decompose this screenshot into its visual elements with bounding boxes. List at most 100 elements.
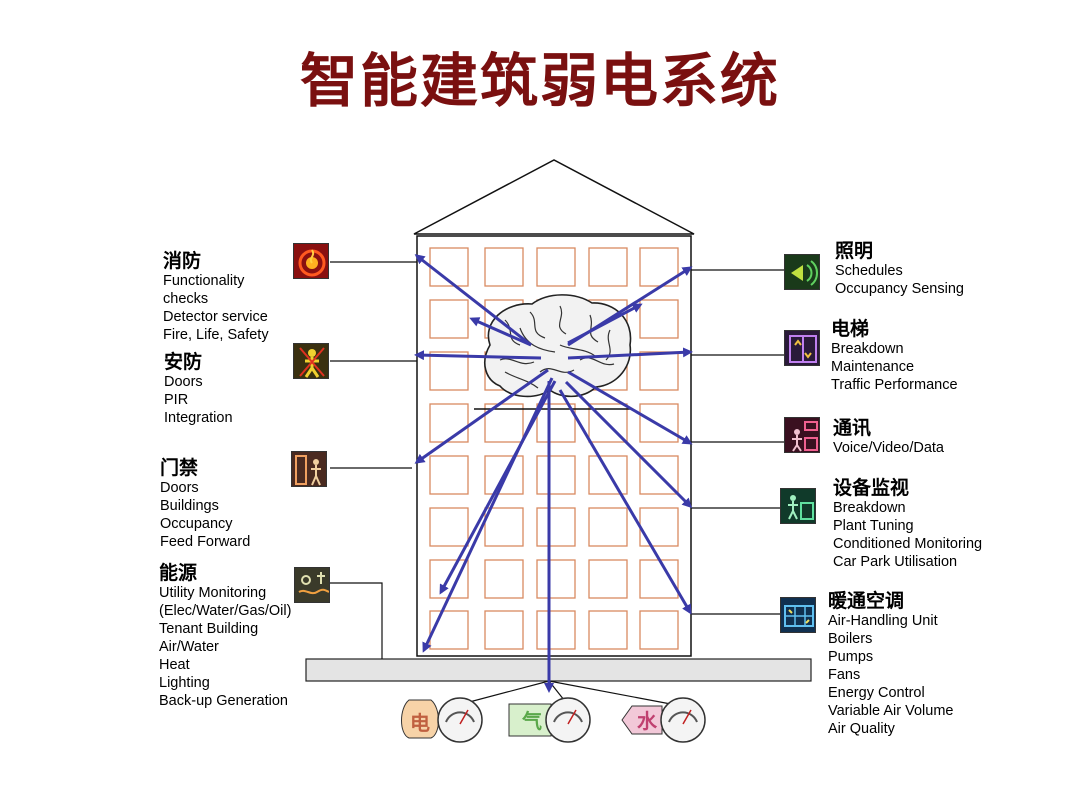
group-title: 电梯 <box>831 318 870 340</box>
meter-dial <box>445 711 475 723</box>
window <box>484 403 524 443</box>
elevator-group: 电梯 Breakdown Maintenance Traffic Perform… <box>831 318 958 394</box>
signal-arrow <box>414 254 532 347</box>
list-item: Conditioned Monitoring <box>833 536 983 552</box>
list-item: Traffic Performance <box>831 377 958 393</box>
list-item: Voice/Video/Data <box>833 440 944 456</box>
equipment-monitor-icon <box>780 488 816 524</box>
water-meter-label: 水 <box>637 709 657 733</box>
window <box>429 351 469 391</box>
window <box>484 610 524 650</box>
signal-arrow <box>567 303 643 345</box>
signal-arrow <box>414 350 542 361</box>
meter-needle <box>567 709 577 725</box>
communication-icon <box>784 417 820 453</box>
list-item: Doors <box>164 374 203 390</box>
light-sensor-icon <box>784 254 820 290</box>
list-item: Heat <box>159 657 190 673</box>
list-item: Integration <box>164 410 233 426</box>
group-title: 消防 <box>163 250 202 272</box>
window <box>484 507 524 547</box>
meter-gauge-icon <box>437 697 483 743</box>
meter-dial <box>553 711 583 723</box>
window <box>639 403 679 443</box>
list-item: Plant Tuning <box>833 518 914 534</box>
list-item: PIR <box>164 392 189 408</box>
window <box>639 455 679 495</box>
building-roof <box>413 159 695 235</box>
meter-badge <box>401 699 439 739</box>
fire-protection-group: 消防 Functionality checks Detector service… <box>163 250 269 344</box>
signal-arrow <box>439 380 557 595</box>
group-title: 设备监视 <box>833 477 910 499</box>
window <box>536 455 576 495</box>
window <box>639 351 679 391</box>
list-item: Buildings <box>160 498 219 514</box>
group-title: 门禁 <box>160 457 199 479</box>
list-item: Maintenance <box>831 359 915 375</box>
list-item: Lighting <box>159 675 210 691</box>
access-control-group: 门禁 Doors Buildings Occupancy Feed Forwar… <box>160 457 250 551</box>
list-item: Detector service <box>163 309 268 325</box>
list-item: Car Park Utilisation <box>833 554 958 570</box>
utility-meters <box>401 697 706 743</box>
window <box>429 403 469 443</box>
window <box>588 507 628 547</box>
signal-arrow <box>414 368 549 464</box>
signal-arrow <box>558 389 692 615</box>
window <box>588 559 628 599</box>
signal-arrow <box>567 347 693 360</box>
meter-gauge-icon <box>660 697 706 743</box>
window <box>536 507 576 547</box>
window <box>639 610 679 650</box>
list-item: Pumps <box>828 649 874 665</box>
meter-gauge-icon <box>545 697 591 743</box>
flame-icon <box>293 243 329 279</box>
list-item: Fans <box>828 667 861 683</box>
window <box>536 403 576 443</box>
gas-meter-label: 气 <box>522 709 542 733</box>
list-item: Doors <box>160 480 199 496</box>
window <box>536 610 576 650</box>
list-item: Air-Handling Unit <box>828 613 938 629</box>
connector-lines <box>330 261 784 706</box>
window <box>484 559 524 599</box>
window <box>429 507 469 547</box>
window <box>484 455 524 495</box>
group-title: 通讯 <box>833 417 872 439</box>
group-title: 能源 <box>159 562 198 584</box>
window <box>639 299 679 339</box>
window <box>429 299 469 339</box>
list-item: (Elec/Water/Gas/Oil) <box>159 603 292 619</box>
window <box>429 610 469 650</box>
elevator-icon <box>784 330 820 366</box>
group-title: 照明 <box>835 240 874 262</box>
list-item: Tenant Building <box>159 621 259 637</box>
meter-dial <box>668 711 698 723</box>
list-item: Variable Air Volume <box>828 703 954 719</box>
electricity-meter-label: 电 <box>410 711 430 735</box>
list-item: Air/Water <box>159 639 219 655</box>
hvac-group: 暖通空调 Air-Handling Unit Boilers Pumps Fan… <box>828 590 953 738</box>
intruder-icon <box>293 343 329 379</box>
list-item: Boilers <box>828 631 873 647</box>
door-access-icon <box>291 451 327 487</box>
window <box>429 455 469 495</box>
lighting-group: 照明 Schedules Occupancy Sensing <box>835 240 964 298</box>
meter-needle <box>682 709 692 725</box>
window <box>536 247 576 287</box>
list-item: Fire, Life, Safety <box>163 327 269 343</box>
signal-arrow <box>564 380 693 509</box>
list-item: Breakdown <box>831 341 904 357</box>
window <box>588 610 628 650</box>
window <box>588 455 628 495</box>
equipment-monitoring-group: 设备监视 Breakdown Plant Tuning Conditioned … <box>833 477 982 571</box>
hvac-icon <box>780 597 816 633</box>
list-item: Back-up Generation <box>159 693 288 709</box>
list-item: checks <box>163 291 209 307</box>
building-base <box>305 658 812 682</box>
list-item: Energy Control <box>828 685 925 701</box>
window <box>588 247 628 287</box>
signal-arrow <box>469 317 532 347</box>
